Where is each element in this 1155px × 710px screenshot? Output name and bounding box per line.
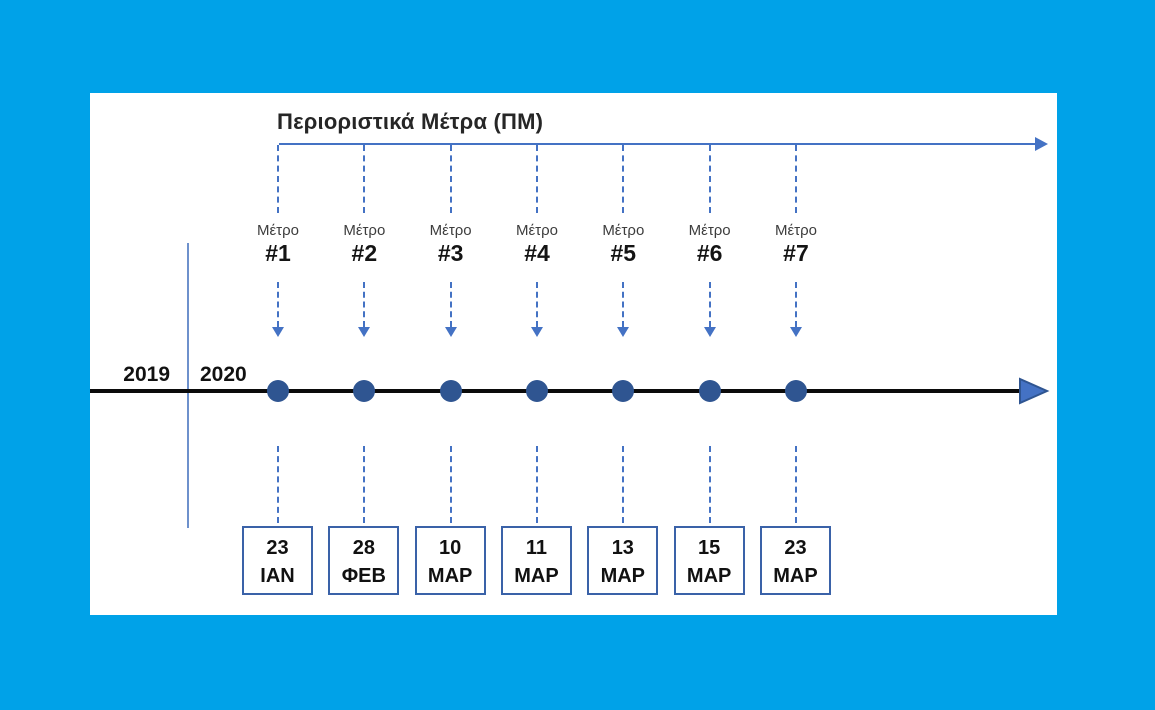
down-arrowhead-icon: [530, 327, 543, 337]
date-month: ΜΑΡ: [427, 565, 473, 587]
measure-number: #1: [265, 240, 291, 266]
measure-connector-dashed-line: [622, 145, 625, 213]
measure-number: #2: [351, 240, 378, 266]
date-month: ΜΑΡ: [686, 565, 732, 587]
date-day: 13: [611, 537, 634, 559]
date-connector-dashed-line: [708, 446, 711, 523]
measure-label: Μέτρο: [774, 222, 817, 239]
measure-down-dashed-line: [277, 282, 279, 327]
measure-connector-dashed-line: [535, 145, 538, 213]
date-day: 10: [439, 537, 462, 559]
timeline-event-dot: [612, 380, 635, 402]
timeline-event-dot: [698, 380, 721, 402]
timeline-event-dot: [353, 380, 376, 402]
measure-down-dashed-line: [449, 282, 452, 327]
date-day: 23: [784, 537, 807, 559]
down-arrowhead-icon: [617, 327, 630, 337]
timeline-event-dot: [267, 380, 289, 402]
date-connector-dashed-line: [363, 446, 366, 523]
date-month: ΜΑΡ: [600, 565, 646, 587]
right-arrowhead-icon: [1035, 137, 1048, 151]
measure-connector-dashed-line: [277, 145, 279, 213]
measure-connector-dashed-line: [708, 145, 711, 213]
down-arrowhead-icon: [444, 327, 457, 337]
measure-down-dashed-line: [622, 282, 625, 327]
measure-number: #3: [437, 240, 464, 266]
timeline-panel: Περιοριστικά Μέτρα (ΠΜ) 2019 2020 Μέτρο#…: [90, 93, 1057, 615]
measure-connector-dashed-line: [449, 145, 452, 213]
measure-down-dashed-line: [535, 282, 538, 327]
measure-label: Μέτρο: [688, 222, 731, 239]
year-label-2020: 2020: [200, 363, 247, 386]
date-month: ΦΕΒ: [341, 565, 386, 587]
date-month: ΜΑΡ: [773, 565, 818, 587]
measure-label: Μέτρο: [343, 222, 386, 239]
date-day: 23: [266, 537, 289, 559]
measure-down-dashed-line: [708, 282, 711, 327]
measure-label: Μέτρο: [515, 222, 558, 239]
date-connector-dashed-line: [277, 446, 279, 523]
date-connector-dashed-line: [535, 446, 538, 523]
measure-label: Μέτρο: [257, 222, 299, 239]
timeline-axis: [90, 389, 1022, 393]
down-arrowhead-icon: [703, 327, 716, 337]
measure-label: Μέτρο: [429, 222, 472, 239]
year-label-2019: 2019: [123, 363, 170, 386]
measure-number: #4: [524, 240, 550, 266]
measure-down-dashed-line: [363, 282, 366, 327]
measures-span-line: [279, 143, 1035, 145]
down-arrowhead-icon: [272, 327, 284, 337]
timeline-arrowhead-icon: [1018, 376, 1050, 411]
timeline-event-dot: [439, 380, 462, 402]
date-connector-dashed-line: [622, 446, 625, 523]
date-month: ΜΑΡ: [514, 565, 559, 587]
timeline-event-dot: [784, 380, 807, 402]
date-day: 15: [698, 537, 721, 559]
date-day: 11: [525, 537, 548, 559]
date-connector-dashed-line: [449, 446, 452, 523]
date-day: 28: [352, 537, 375, 559]
down-arrowhead-icon: [358, 327, 371, 337]
down-arrowhead-icon: [789, 327, 802, 337]
timeline-event-dot: [525, 380, 548, 402]
date-month: ΙΑΝ: [260, 565, 295, 587]
date-connector-dashed-line: [794, 446, 797, 523]
measure-number: #7: [783, 240, 809, 266]
restrictive-measures-title: Περιοριστικά Μέτρα (ΠΜ): [277, 109, 544, 134]
measure-number: #5: [610, 240, 637, 266]
measure-connector-dashed-line: [363, 145, 366, 213]
year-divider-line: [187, 243, 189, 528]
measure-connector-dashed-line: [794, 145, 797, 213]
measure-number: #6: [696, 240, 723, 266]
measure-label: Μέτρο: [602, 222, 645, 239]
measure-down-dashed-line: [794, 282, 797, 327]
